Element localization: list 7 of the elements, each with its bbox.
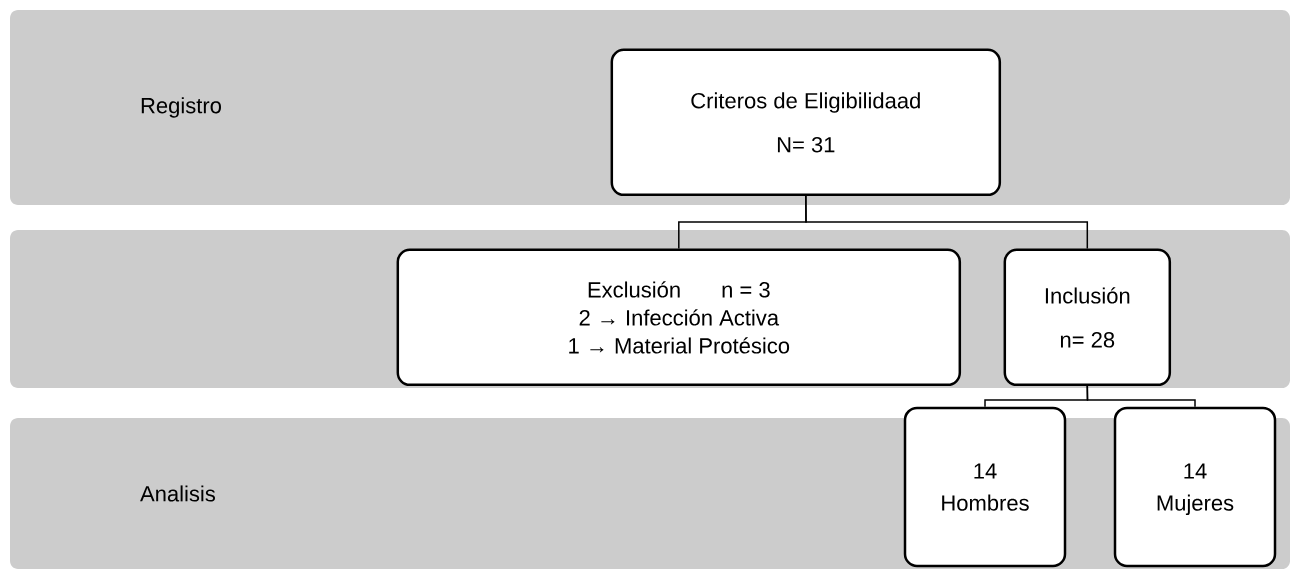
connector [1086,385,1196,408]
process-box: 14 Mujeres [1113,406,1277,568]
process-box: Exclusión n = 3 2 → Infección Activa 1 → Material Protésico [396,248,962,387]
process-box: Criteros de Eligibilidaad N= 31 [610,48,1002,197]
process-box: 14 Hombres [903,406,1067,568]
connector [805,195,1089,250]
process-box: Inclusión n= 28 [1003,248,1172,387]
